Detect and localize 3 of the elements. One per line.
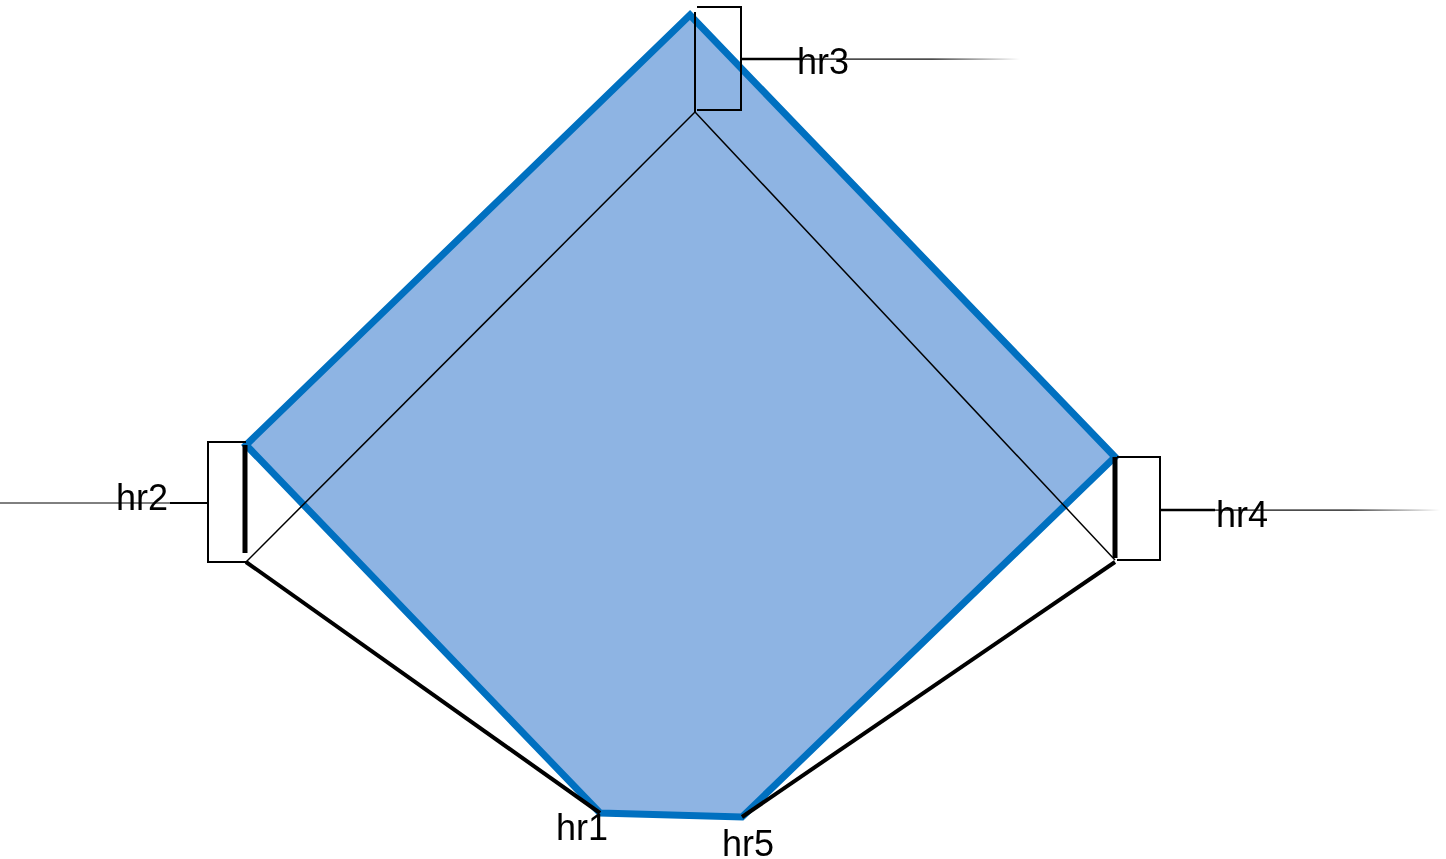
dimension-label: hr2 xyxy=(116,480,169,516)
dimension-label: hr1 xyxy=(556,810,609,846)
dimension-label: hr5 xyxy=(722,826,775,859)
